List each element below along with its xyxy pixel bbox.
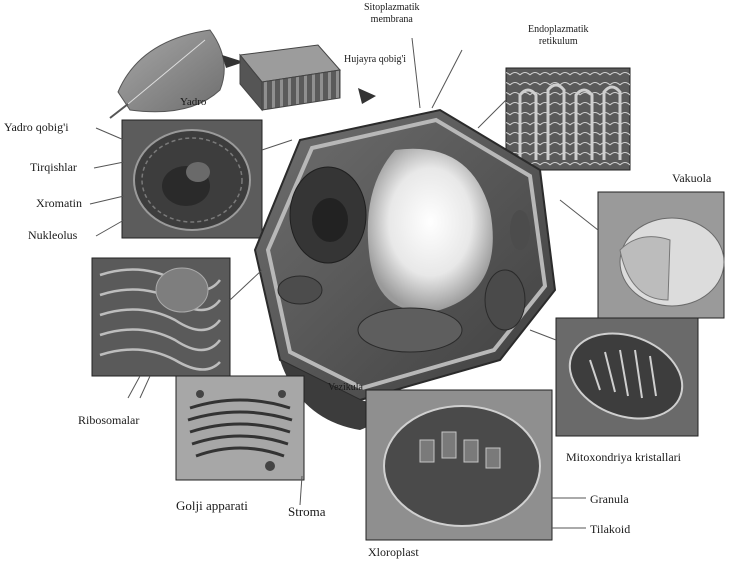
label-nukleolus: Nukleolus xyxy=(28,229,77,242)
label-ribosomalar: Ribosomalar xyxy=(78,414,139,427)
label-vezikula: Vezikula xyxy=(328,382,363,394)
vacuole-panel xyxy=(560,192,724,318)
label-granula: Granula xyxy=(590,493,629,506)
label-golji-apparati: Golji apparati xyxy=(176,499,248,512)
label-sitoplazmatik-membrana: Sitoplazmatik membrana xyxy=(364,2,420,26)
label-tirqishlar: Tirqishlar xyxy=(30,161,77,174)
mitochondrion-panel xyxy=(530,318,698,436)
chloroplast-panel xyxy=(366,390,586,540)
leaf-illustration xyxy=(110,30,244,118)
label-stroma: Stroma xyxy=(288,505,326,518)
label-xromatin: Xromatin xyxy=(36,197,82,210)
label-endoplazmatik-retikulum: Endoplazmatik retikulum xyxy=(528,24,589,48)
label-tilakoid: Tilakoid xyxy=(590,523,630,536)
label-xloroplast: Xloroplast xyxy=(368,546,419,559)
label-yadro: Yadro xyxy=(180,96,206,109)
label-mitoxondriya-kristallari: Mitoxondriya kristallari xyxy=(566,451,681,464)
golgi-panel xyxy=(176,376,304,480)
label-hujayra-qobigi: Hujayra qobig'i xyxy=(344,54,406,66)
label-yadro-qobigi: Yadro qobig'i xyxy=(4,121,69,134)
label-vakuola: Vakuola xyxy=(672,172,711,185)
